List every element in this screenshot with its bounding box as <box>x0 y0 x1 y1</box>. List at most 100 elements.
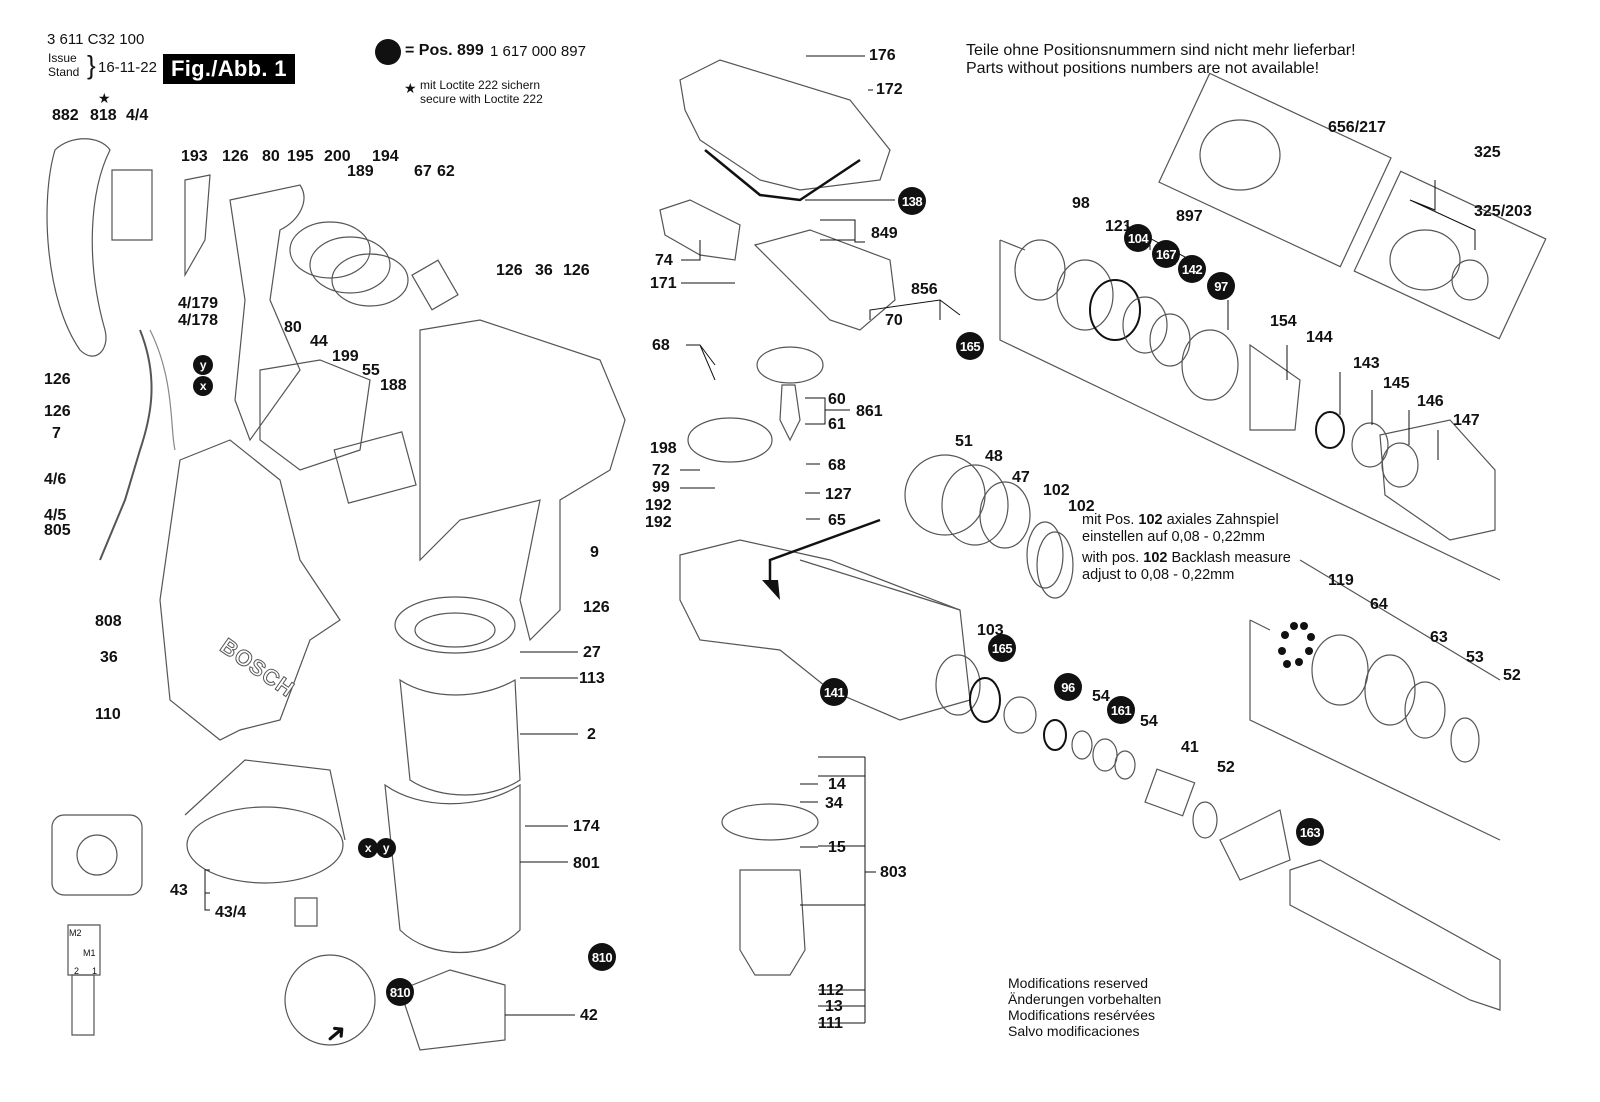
part-label-13[interactable]: 13 <box>825 998 843 1015</box>
part-label-55[interactable]: 55 <box>362 362 380 379</box>
part-label-126[interactable]: 126 <box>44 403 71 420</box>
part-label-189[interactable]: 189 <box>347 163 374 180</box>
part-label-54[interactable]: 54 <box>1140 713 1158 730</box>
part-label-65[interactable]: 65 <box>828 512 846 529</box>
part-label-61[interactable]: 61 <box>828 416 846 433</box>
part-label-126[interactable]: 126 <box>583 599 610 616</box>
part-label-48[interactable]: 48 <box>985 448 1003 465</box>
part-label-193[interactable]: 193 <box>181 148 208 165</box>
part-label-63[interactable]: 63 <box>1430 629 1448 646</box>
kit-badge-138[interactable]: 138 <box>898 187 926 215</box>
kit-badge-141[interactable]: 141 <box>820 678 848 706</box>
part-label-14[interactable]: 14 <box>828 776 846 793</box>
part-label-147[interactable]: 147 <box>1453 412 1480 429</box>
part-label-172[interactable]: 172 <box>876 81 903 98</box>
part-label-325-203[interactable]: 325/203 <box>1474 203 1532 220</box>
part-label-53[interactable]: 53 <box>1466 649 1484 666</box>
part-label-154[interactable]: 154 <box>1270 313 1297 330</box>
part-label-60[interactable]: 60 <box>828 391 846 408</box>
part-label-882[interactable]: 882 <box>52 107 79 124</box>
part-label-102[interactable]: 102 <box>1068 498 1095 515</box>
part-label-146[interactable]: 146 <box>1417 393 1444 410</box>
part-label-2[interactable]: 2 <box>587 726 596 743</box>
part-label-68[interactable]: 68 <box>652 337 670 354</box>
part-label-188[interactable]: 188 <box>380 377 407 394</box>
part-label-72[interactable]: 72 <box>652 462 670 479</box>
part-label-144[interactable]: 144 <box>1306 329 1333 346</box>
part-label-36[interactable]: 36 <box>535 262 553 279</box>
part-label-112[interactable]: 112 <box>818 982 844 999</box>
part-label-70[interactable]: 70 <box>885 312 903 329</box>
part-label-143[interactable]: 143 <box>1353 355 1380 372</box>
part-label-4-5[interactable]: 4/5 <box>44 507 67 524</box>
part-label-99[interactable]: 99 <box>652 479 670 496</box>
part-label-803[interactable]: 803 <box>880 864 907 881</box>
part-label-113[interactable]: 113 <box>579 670 605 687</box>
part-label-36[interactable]: 36 <box>100 649 118 666</box>
part-label-194[interactable]: 194 <box>372 148 399 165</box>
part-label-51[interactable]: 51 <box>955 433 973 450</box>
part-label-54[interactable]: 54 <box>1092 688 1110 705</box>
part-label-34[interactable]: 34 <box>825 795 843 812</box>
part-label-98[interactable]: 98 <box>1072 195 1090 212</box>
part-label-656-217[interactable]: 656/217 <box>1328 119 1386 136</box>
part-label-9[interactable]: 9 <box>590 544 599 561</box>
part-label-192[interactable]: 192 <box>645 514 672 531</box>
part-label-801[interactable]: 801 <box>573 855 600 872</box>
part-label-126[interactable]: 126 <box>44 371 71 388</box>
part-label-15[interactable]: 15 <box>828 839 846 856</box>
part-label-52[interactable]: 52 <box>1217 759 1235 776</box>
part-label-200[interactable]: 200 <box>324 148 351 165</box>
part-label-47[interactable]: 47 <box>1012 469 1030 486</box>
part-label-192[interactable]: 192 <box>645 497 672 514</box>
part-label-199[interactable]: 199 <box>332 348 359 365</box>
kit-badge-104[interactable]: 104 <box>1124 224 1152 252</box>
part-label-145[interactable]: 145 <box>1383 375 1410 392</box>
part-label-808[interactable]: 808 <box>95 613 122 630</box>
part-label-80[interactable]: 80 <box>284 319 302 336</box>
part-label-41[interactable]: 41 <box>1181 739 1199 756</box>
part-label-119[interactable]: 119 <box>1328 572 1354 589</box>
kit-badge-161[interactable]: 161 <box>1107 696 1135 724</box>
part-label-4-6[interactable]: 4/6 <box>44 471 67 488</box>
kit-badge-810[interactable]: 810 <box>588 943 616 971</box>
kit-badge-142[interactable]: 142 <box>1178 255 1206 283</box>
part-label-176[interactable]: 176 <box>869 47 896 64</box>
part-label-897[interactable]: 897 <box>1176 208 1203 225</box>
kit-badge-810[interactable]: 810 <box>386 978 414 1006</box>
part-label-4-178[interactable]: 4/178 <box>178 312 219 329</box>
part-label-74[interactable]: 74 <box>655 252 673 269</box>
part-label-126[interactable]: 126 <box>563 262 590 279</box>
kit-badge-167[interactable]: 167 <box>1152 240 1180 268</box>
part-label-62[interactable]: 62 <box>437 163 455 180</box>
part-label-68[interactable]: 68 <box>828 457 846 474</box>
kit-badge-163[interactable]: 163 <box>1296 818 1324 846</box>
part-label-43-4[interactable]: 43/4 <box>215 904 247 921</box>
part-label-27[interactable]: 27 <box>583 644 601 661</box>
part-label-127[interactable]: 127 <box>825 486 852 503</box>
part-label-7[interactable]: 7 <box>52 425 61 442</box>
part-label-42[interactable]: 42 <box>580 1007 598 1024</box>
part-label-171[interactable]: 171 <box>650 275 677 292</box>
part-label-44[interactable]: 44 <box>310 333 328 350</box>
part-label-849[interactable]: 849 <box>871 225 898 242</box>
part-label-52[interactable]: 52 <box>1503 667 1521 684</box>
part-label-111[interactable]: 111 <box>818 1015 843 1032</box>
part-label-805[interactable]: 805 <box>44 522 71 539</box>
part-label-325[interactable]: 325 <box>1474 144 1501 161</box>
part-label-174[interactable]: 174 <box>573 818 600 835</box>
part-label-861[interactable]: 861 <box>856 403 883 420</box>
part-label-856[interactable]: 856 <box>911 281 938 298</box>
kit-badge-165[interactable]: 165 <box>988 634 1016 662</box>
part-label-43[interactable]: 43 <box>170 882 188 899</box>
part-label-198[interactable]: 198 <box>650 440 677 457</box>
part-label-80[interactable]: 80 <box>262 148 280 165</box>
part-label-126[interactable]: 126 <box>222 148 249 165</box>
kit-badge-97[interactable]: 97 <box>1207 272 1235 300</box>
part-label-67[interactable]: 67 <box>414 163 432 180</box>
part-label-4-4[interactable]: 4/4 <box>126 107 149 124</box>
kit-badge-96[interactable]: 96 <box>1054 673 1082 701</box>
part-label-4-179[interactable]: 4/179 <box>178 295 219 312</box>
part-label-195[interactable]: 195 <box>287 148 314 165</box>
part-label-102[interactable]: 102 <box>1043 482 1070 499</box>
